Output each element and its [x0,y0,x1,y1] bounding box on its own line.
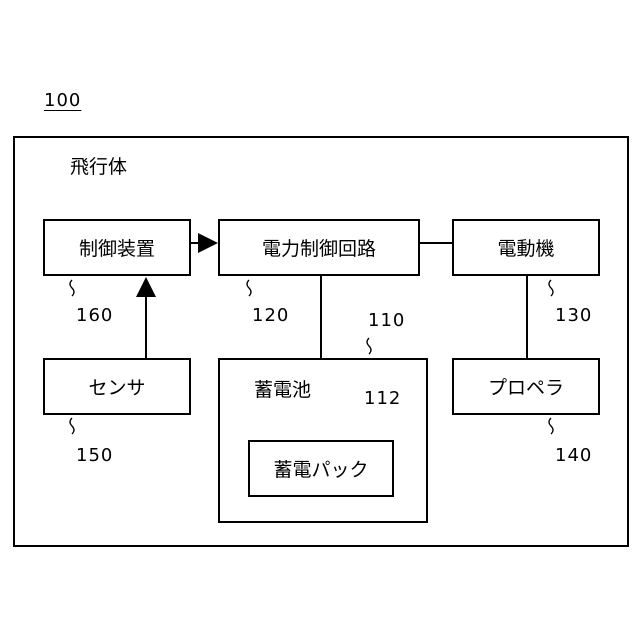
motor-label: 電動機 [497,234,554,261]
motor-block: 電動機 [452,219,600,276]
motor-ref: 130 [555,305,592,326]
power-control-circuit-ref: 120 [252,305,289,326]
leader-150 [70,418,74,434]
leader-130 [549,280,553,296]
propeller-label: プロペラ [488,373,564,400]
battery-pack-block: 蓄電パック [248,440,394,497]
power-control-circuit-block: 電力制御回路 [218,219,420,276]
controller-ref: 160 [76,305,113,326]
battery-label: 蓄電池 [254,375,311,402]
battery-ref: 110 [368,310,405,331]
controller-block: 制御装置 [43,219,191,276]
leader-110 [367,338,371,354]
controller-label: 制御装置 [79,234,155,261]
battery-pack-ref: 112 [364,388,401,409]
propeller-ref: 140 [555,445,592,466]
leader-120 [247,280,251,296]
sensor-ref: 150 [76,445,113,466]
sensor-block: センサ [43,358,191,415]
propeller-block: プロペラ [452,358,600,415]
leader-160 [70,280,74,296]
leader-140 [549,418,553,434]
battery-pack-label: 蓄電パック [273,455,368,482]
power-control-circuit-label: 電力制御回路 [262,234,376,261]
sensor-label: センサ [88,373,145,400]
